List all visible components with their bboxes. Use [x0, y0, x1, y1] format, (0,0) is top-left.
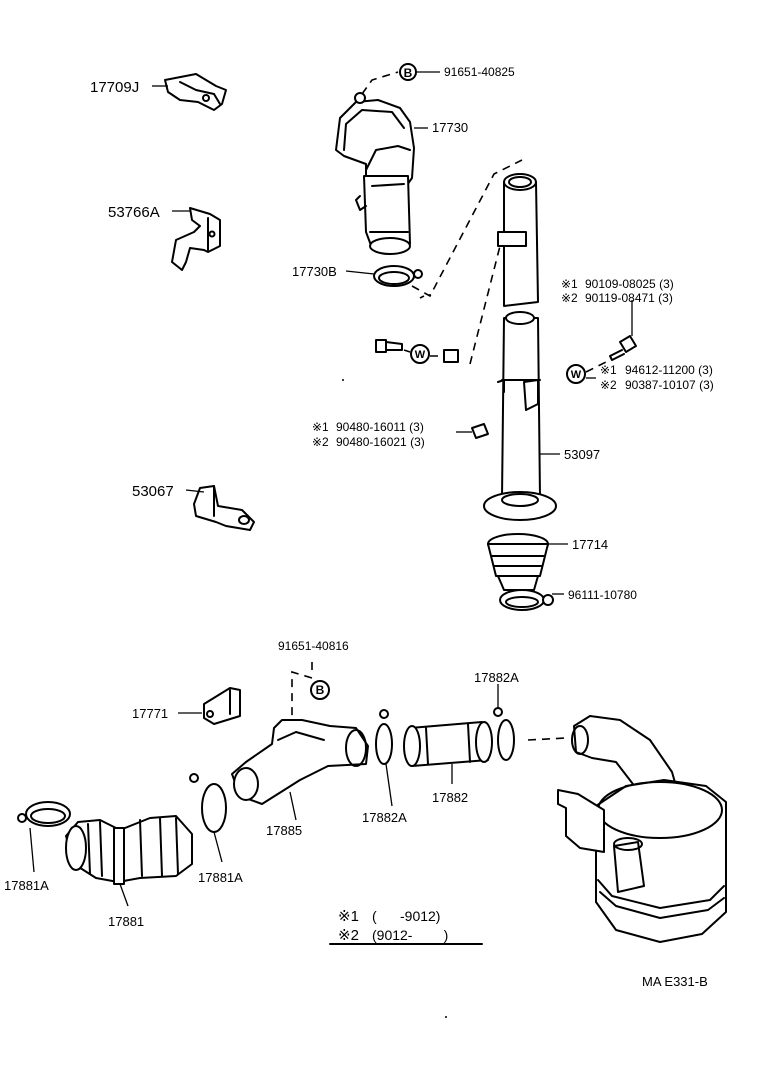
- label-91651-40825: 91651-40825: [444, 65, 515, 79]
- note2-mark-a: ※2: [561, 291, 578, 305]
- label-17885: 17885: [266, 823, 302, 838]
- speck-1: [342, 379, 344, 381]
- label-17730B: 17730B: [292, 264, 337, 279]
- note1-mark-c: ※1: [312, 420, 329, 434]
- label-90480-16021: 90480-16021 (3): [336, 435, 425, 449]
- legend-mark-2: ※2: [338, 927, 359, 944]
- leader-17730B: [345, 270, 375, 275]
- label-90119: 90119-08471 (3): [585, 291, 673, 305]
- label-17882A-top: 17882A: [474, 670, 519, 685]
- dash-bolt-left: [403, 349, 444, 357]
- dash-connection-upper: [411, 159, 523, 298]
- leader-17885: [289, 791, 297, 821]
- bellows-17714: [487, 533, 549, 591]
- label-90109: 90109-08025 (3): [585, 277, 674, 291]
- dash-bolt-right: [585, 361, 607, 373]
- dash-end: [419, 295, 425, 299]
- speck-2: [445, 1016, 447, 1018]
- legend: ※1 ( -9012) ※2 (9012- ): [329, 908, 483, 945]
- diagram-code: MA E331-B: [642, 974, 708, 989]
- pipe-upper-section: [497, 173, 539, 307]
- note2-mark-b: ※2: [600, 378, 617, 392]
- label-17882: 17882: [432, 790, 468, 805]
- dash-B-to-17885: [291, 670, 313, 716]
- label-96111: 96111-10780: [568, 588, 637, 602]
- dash-to-cleaner: [527, 737, 567, 741]
- label-17881A-left: 17881A: [4, 878, 49, 893]
- leader-17882A-bot: [385, 763, 393, 807]
- legend-text-2: (9012- ): [372, 927, 448, 943]
- air-inlet-elbow-17730: [335, 92, 415, 255]
- note1-mark-b: ※1: [600, 363, 617, 377]
- bracket-17709J: [164, 73, 227, 111]
- label-17709J: 17709J: [90, 79, 139, 96]
- leader-17881A-right: [213, 831, 223, 863]
- bracket-53766A: [171, 207, 221, 271]
- marker-B-bottom-text: B: [316, 683, 325, 697]
- marker-W-left-text: W: [415, 349, 426, 361]
- label-53766A: 53766A: [108, 204, 160, 221]
- label-53097: 53097: [564, 447, 600, 462]
- dash-17730-to-B: [361, 71, 399, 95]
- bracket-17771: [203, 687, 241, 725]
- clamp-17882A-right: [493, 707, 515, 761]
- marker-B-top-text: B: [404, 66, 413, 80]
- clamp-96111: [499, 589, 554, 611]
- nut-left: [443, 349, 459, 363]
- note2-mark-c: ※2: [312, 435, 329, 449]
- marker-W-left: [410, 344, 430, 364]
- bracket-53067: [193, 485, 255, 531]
- label-17730: 17730: [432, 120, 468, 135]
- label-90480-16011: 90480-16011 (3): [336, 420, 424, 434]
- label-17881: 17881: [108, 914, 144, 929]
- bolt-left: [375, 339, 403, 353]
- nut-90480: [471, 423, 489, 439]
- label-53067: 53067: [132, 483, 174, 500]
- leader-17881: [119, 883, 129, 907]
- label-17714: 17714: [572, 537, 608, 552]
- leader-17881A-left: [29, 827, 35, 873]
- label-94612: 94612-11200 (3): [625, 363, 713, 377]
- pipe-53097: [483, 311, 557, 521]
- note1-mark-a: ※1: [561, 277, 578, 291]
- bolt-right: [609, 335, 637, 361]
- hose-17881: [65, 815, 193, 885]
- label-17771: 17771: [132, 706, 168, 721]
- clamp-17882A-left: [375, 709, 393, 765]
- clamp-17730B: [373, 265, 423, 287]
- legend-mark-1: ※1: [338, 908, 359, 925]
- label-91651-40816: 91651-40816: [278, 639, 349, 653]
- clamp-17881A-right: [189, 773, 227, 833]
- marker-W-right-text: W: [571, 369, 582, 381]
- marker-W-right: [566, 364, 586, 384]
- marker-B-bottom: [310, 680, 330, 700]
- legend-text-1: ( -9012): [372, 908, 440, 924]
- dash-connection-lower: [469, 245, 501, 365]
- clamp-17881A-left: [17, 801, 71, 827]
- duct-17885: [231, 719, 369, 805]
- hose-17882: [403, 721, 493, 767]
- label-17882A-bot: 17882A: [362, 810, 407, 825]
- label-17881A-right: 17881A: [198, 870, 243, 885]
- air-cleaner: [557, 715, 727, 943]
- label-90387: 90387-10107 (3): [625, 378, 714, 392]
- leader-53067: [185, 489, 205, 493]
